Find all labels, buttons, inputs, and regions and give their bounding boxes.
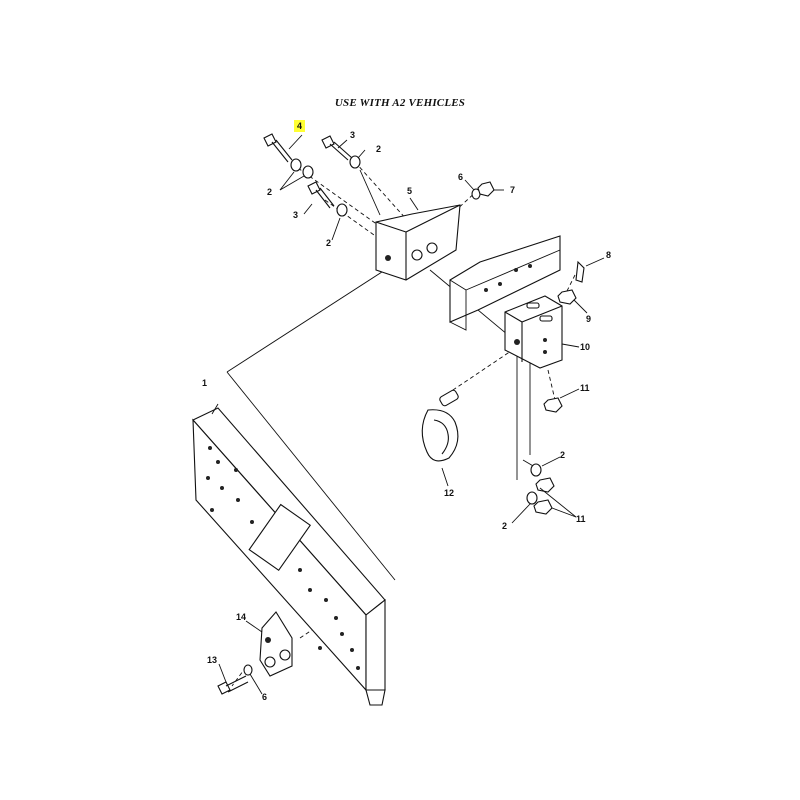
- callout-11: 11: [580, 383, 590, 393]
- bolt-part-13: [217, 675, 249, 695]
- callout-2: 2: [502, 521, 508, 531]
- callout-14: 14: [236, 612, 247, 622]
- nuts: [477, 181, 577, 515]
- washers: [243, 155, 542, 676]
- callout-8: 8: [606, 250, 612, 260]
- mounting-plate-part-1: [192, 407, 386, 706]
- callout-leaders: [211, 134, 605, 695]
- callout-9: 9: [586, 314, 592, 324]
- bolt-part-3-lower: [307, 181, 335, 209]
- callout-3: 3: [350, 130, 356, 140]
- callout-13: 13: [207, 655, 218, 665]
- callout-10: 10: [580, 342, 591, 352]
- shackle-part-12: [421, 389, 459, 462]
- callout-7: 7: [510, 185, 516, 195]
- tube-section: [449, 235, 561, 331]
- callout-2: 2: [326, 238, 332, 248]
- clevis-part-14: [259, 611, 293, 677]
- callout-5: 5: [407, 186, 413, 196]
- bolt-part-4: [263, 133, 293, 163]
- angle-bracket-part-5: [375, 204, 461, 281]
- bolt-part-3-upper: [321, 135, 353, 161]
- callout-6: 6: [262, 692, 268, 702]
- callout-2: 2: [267, 187, 273, 197]
- callout-11: 11: [576, 514, 586, 524]
- callout-6: 6: [458, 172, 464, 182]
- callout-4: 4: [294, 120, 306, 132]
- bracket-part-10: [504, 295, 563, 369]
- callout-2: 2: [376, 144, 382, 154]
- figure-title: USE WITH A2 VEHICLES: [334, 97, 466, 109]
- callout-1: 1: [202, 378, 208, 388]
- callout-2: 2: [560, 450, 566, 460]
- pin-part-8: [575, 260, 585, 283]
- callout-3: 3: [293, 210, 299, 220]
- callout-12: 12: [444, 488, 455, 498]
